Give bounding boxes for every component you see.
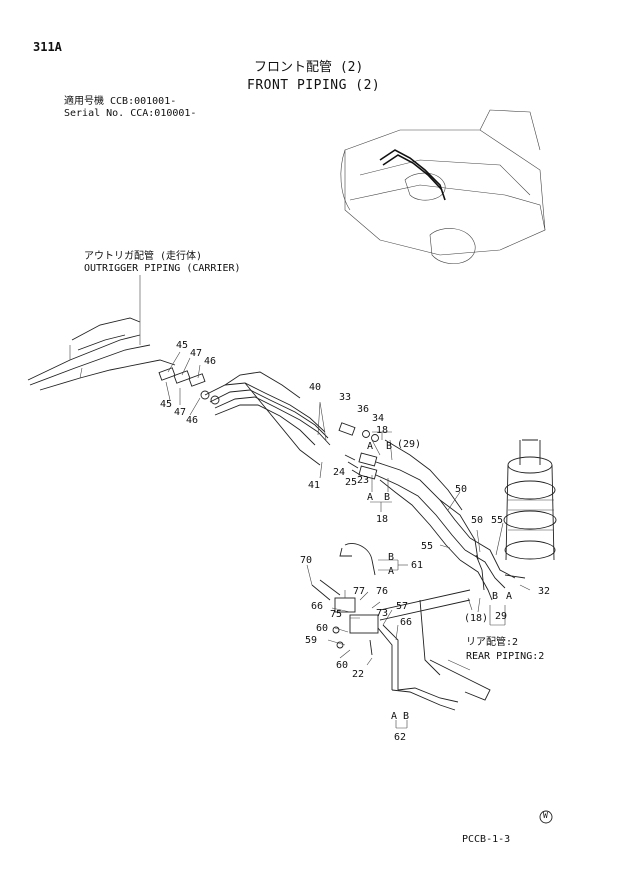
label-a: A xyxy=(388,566,395,577)
callout-25: 25 xyxy=(345,477,358,488)
callout-61: 61 xyxy=(411,560,424,571)
rear-note-jp: リア配管:2 xyxy=(466,637,519,648)
callout-75: 75 xyxy=(330,609,343,620)
callout-76: 76 xyxy=(376,586,389,597)
callout-23: 23 xyxy=(357,475,370,486)
label-a: A xyxy=(367,492,374,503)
label-b: B xyxy=(386,441,393,452)
page-code: 311A xyxy=(33,40,62,54)
label-b: B xyxy=(388,552,395,563)
callout-18: 18 xyxy=(376,425,389,436)
serial-japanese: 適用号機 CCB:001001- xyxy=(64,96,177,107)
footer-code: PCCB-1-3 xyxy=(462,834,511,845)
label-a: A xyxy=(367,441,374,452)
callout-62: 62 xyxy=(394,732,407,743)
label-b: B xyxy=(403,711,410,722)
callout-45: 45 xyxy=(176,340,189,351)
callout-55: 55 xyxy=(491,515,504,526)
callout-29: 29 xyxy=(495,611,508,622)
callout-57: 57 xyxy=(396,601,409,612)
serial-english: Serial No. CCA:010001- xyxy=(64,108,197,119)
callout-50: 50 xyxy=(471,515,484,526)
fitting-group-23-25 xyxy=(344,431,471,561)
title-english: FRONT PIPING (2) xyxy=(247,78,381,93)
callout-33: 33 xyxy=(339,392,352,403)
title-japanese: フロント配管 (2) xyxy=(254,60,364,75)
outrigger-note-jp: アウトリガ配管 (走行体) xyxy=(84,251,203,262)
fitting-group-45-47 xyxy=(158,351,220,416)
callout-18: 18 xyxy=(376,514,389,525)
hose-group-50-55 xyxy=(439,491,531,626)
callout-29: (29) xyxy=(397,439,422,450)
machine-overview-sketch xyxy=(340,109,546,264)
callout-32: 32 xyxy=(538,586,551,597)
callout-41: 41 xyxy=(308,480,321,491)
callout-36: 36 xyxy=(357,404,370,415)
callout-60: 60 xyxy=(336,660,349,671)
callout-50: 50 xyxy=(455,484,468,495)
label-b: B xyxy=(492,591,499,602)
callout-60: 60 xyxy=(316,623,329,634)
callout-66: 66 xyxy=(311,601,324,612)
callout-24: 24 xyxy=(333,467,346,478)
rear-note-en: REAR PIPING:2 xyxy=(466,651,545,662)
callout-45: 45 xyxy=(160,399,173,410)
label-a: A xyxy=(506,591,513,602)
outrigger-note-en: OUTRIGGER PIPING (CARRIER) xyxy=(84,263,241,274)
outrigger-piping-sketch xyxy=(27,275,176,391)
callout-40: 40 xyxy=(309,382,322,393)
callout-73: 73 xyxy=(376,608,389,619)
callout-46: 46 xyxy=(204,356,217,367)
valve-block-sketch xyxy=(306,543,459,729)
rear-piping-sketch xyxy=(379,589,491,701)
callout-47: 47 xyxy=(174,407,187,418)
callout-66: 66 xyxy=(400,617,413,628)
swivel-joint-sketch xyxy=(503,439,557,579)
pipe-bundle-40-41 xyxy=(204,371,379,479)
callout-77: 77 xyxy=(353,586,366,597)
callout-34: 34 xyxy=(372,413,385,424)
callout-46: 46 xyxy=(186,415,199,426)
label-a: A xyxy=(391,711,398,722)
label-b: B xyxy=(384,492,391,503)
callout-47: 47 xyxy=(190,348,203,359)
callout-59: 59 xyxy=(305,635,318,646)
callout-18: (18) xyxy=(464,613,489,624)
watermark-mark: W xyxy=(543,811,548,820)
callout-55: 55 xyxy=(421,541,434,552)
callout-22: 22 xyxy=(352,669,365,680)
callout-70: 70 xyxy=(300,555,313,566)
